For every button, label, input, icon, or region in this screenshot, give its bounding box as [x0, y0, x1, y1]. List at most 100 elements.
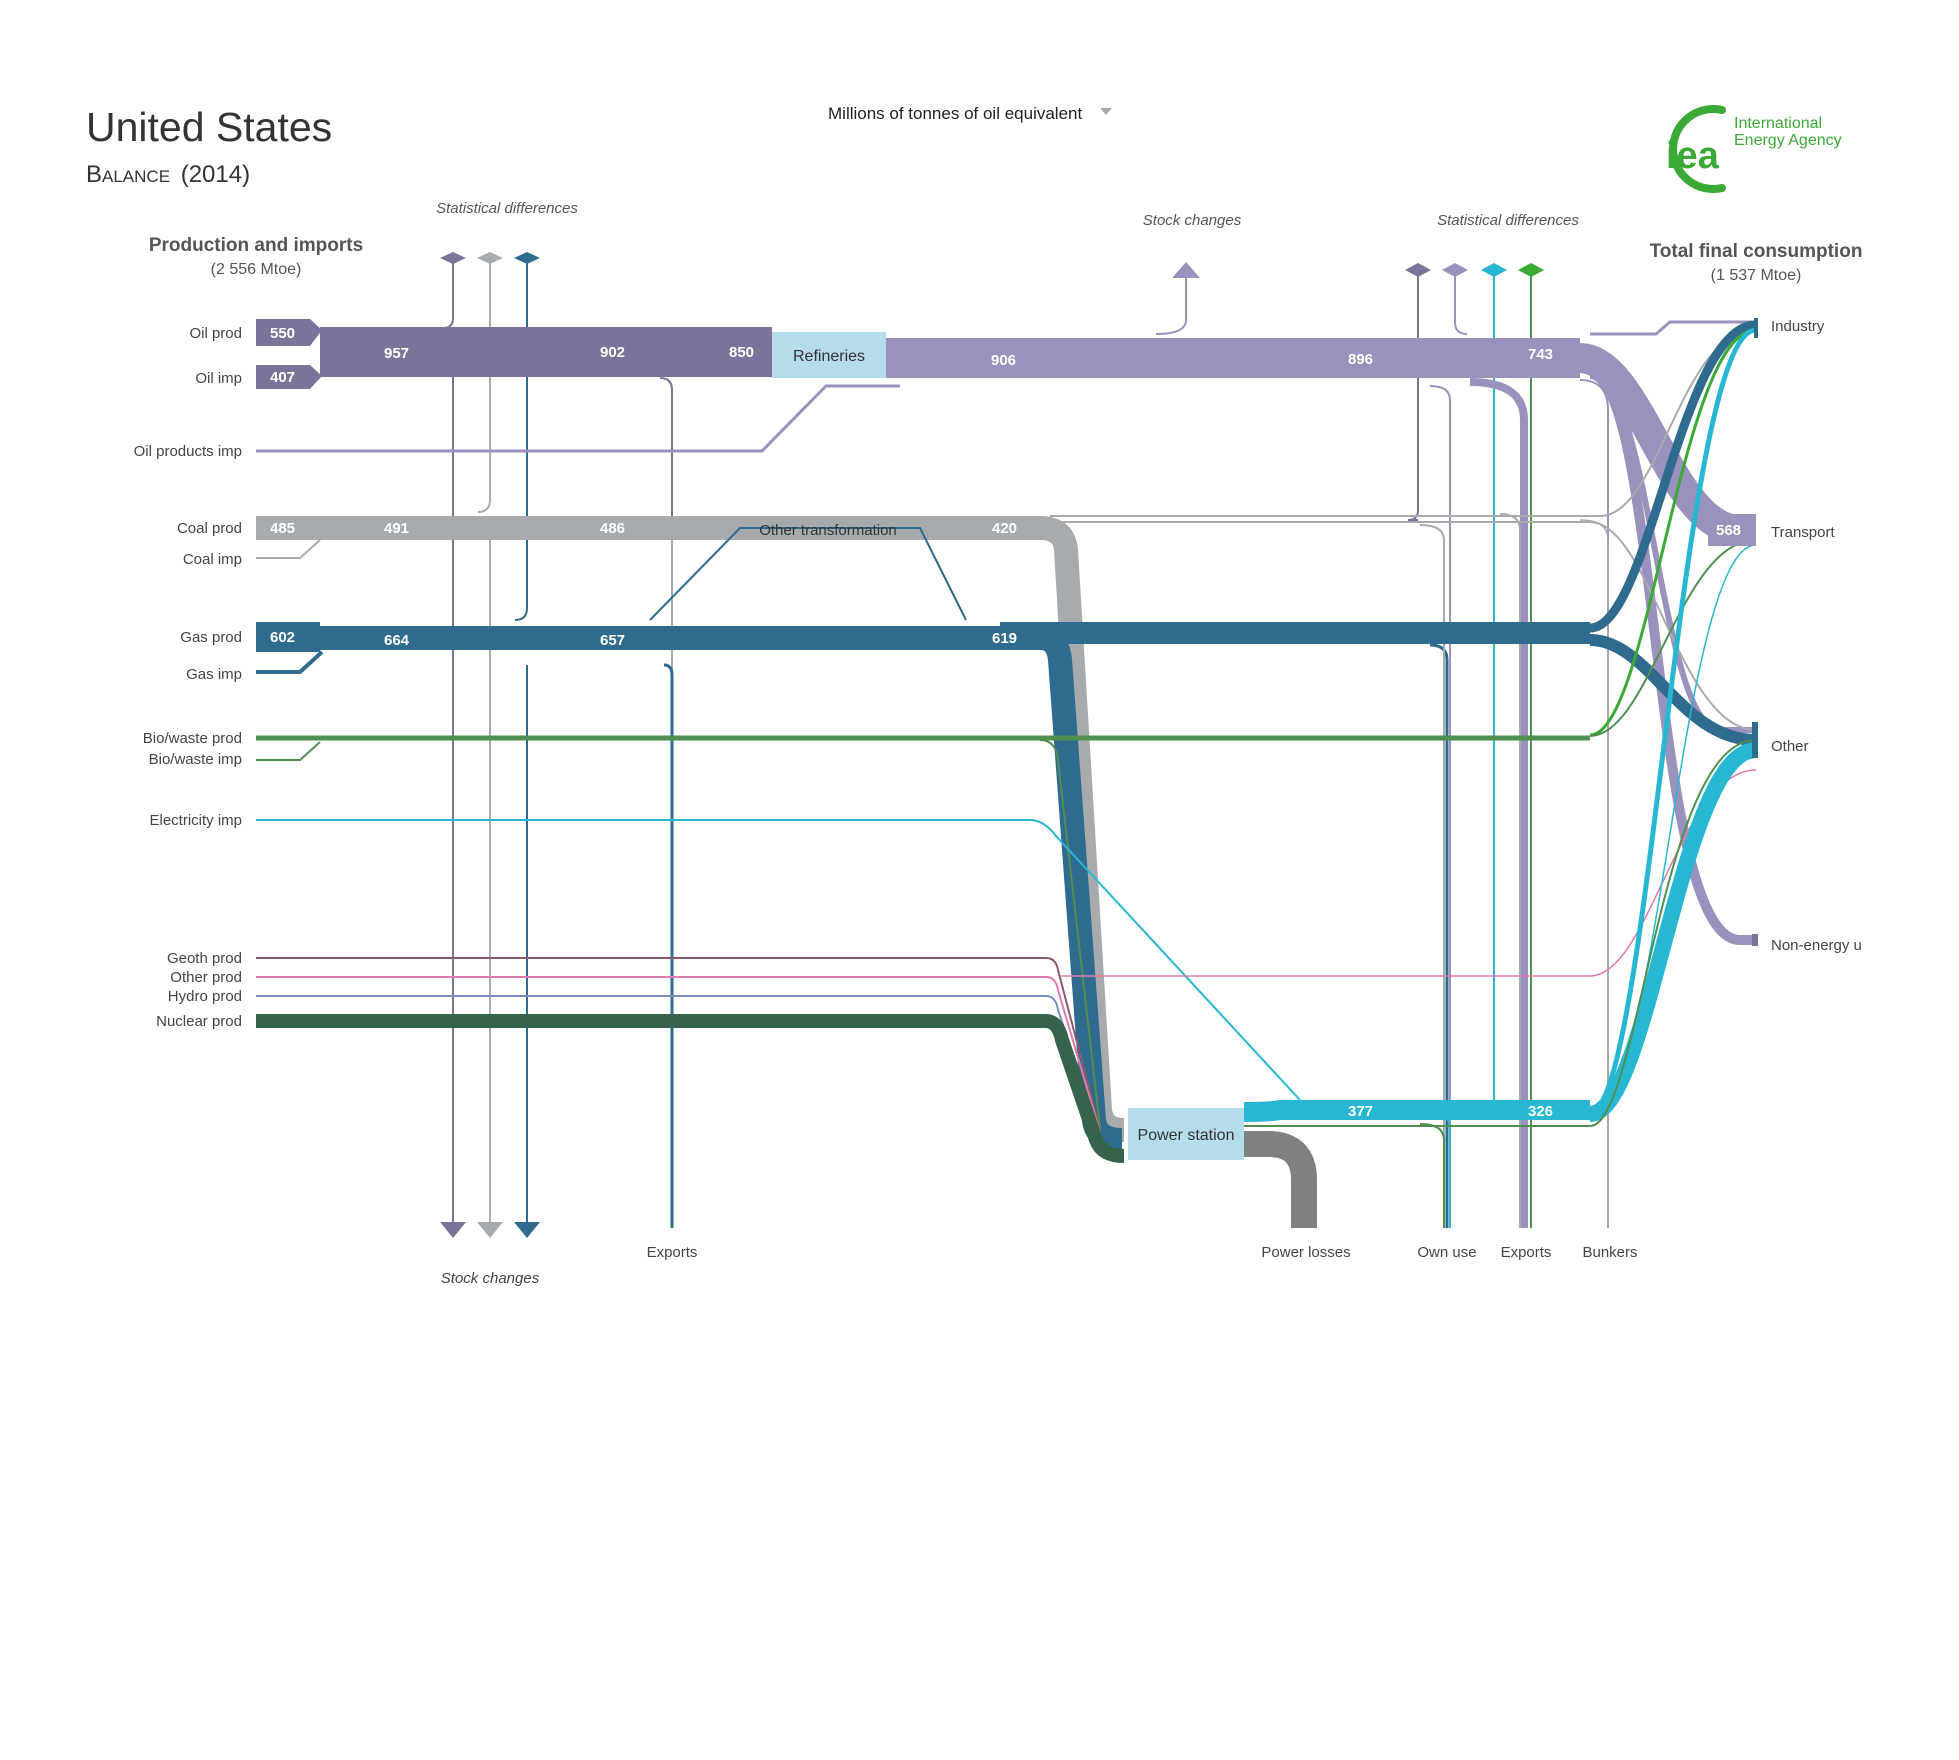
total-final-consumption-total: (1 537 Mtoe): [1711, 267, 1802, 284]
stat-diff-oil-diamond: [440, 252, 466, 264]
exports-right-products: [1469, 378, 1528, 1228]
bio-power-line: [1244, 739, 1757, 1127]
source-label-other-prod: Other prod: [170, 969, 242, 986]
stock-change-oil-arrow: [440, 1222, 466, 1238]
oil-957-label: 957: [384, 345, 409, 362]
source-label-bio-prod: Bio/waste prod: [143, 730, 242, 747]
chevron-down-icon: [1100, 108, 1112, 115]
power-station-box: [1128, 1108, 1244, 1160]
coal-to-other-line: [1050, 521, 1757, 731]
products-906-label: 906: [991, 352, 1016, 369]
oil-stat-diff-right-line: [1407, 274, 1419, 521]
gas-imp-flow: [256, 650, 324, 674]
transport-bar: [1708, 514, 1756, 546]
oil-imp-tab: [256, 365, 322, 389]
oil-850-label: 850: [729, 344, 754, 361]
balance-subtitle: Balance (2014): [86, 161, 250, 188]
gas-exports-line: [663, 663, 674, 1228]
own-use-label: Own use: [1417, 1244, 1476, 1261]
products-743-label: 743: [1528, 346, 1553, 363]
other-transformation-link: [649, 527, 967, 621]
flow-value-labels: 550 407 485 602 957 902 850 906 896 743 …: [270, 325, 1741, 1120]
exports-right-label: Exports: [1501, 1244, 1552, 1261]
balance-subtitle-caps: Balance: [86, 161, 170, 188]
oil-prod-value: 550: [270, 325, 295, 342]
stat-diff-right-elec-diamond: [1481, 263, 1507, 277]
stock-change-gas-arrow: [514, 1222, 540, 1238]
iea-logo-ring: [1669, 105, 1726, 193]
production-imports-heading: Production and imports: [149, 235, 363, 256]
electricity-to-transport: [1591, 544, 1757, 1111]
own-use-line-products: [1429, 385, 1451, 1228]
gas-to-industry: [1589, 320, 1757, 633]
oil-exports-line: [659, 377, 673, 1228]
electricity-flow: [1243, 1100, 1590, 1122]
transport-568-label: 568: [1716, 522, 1741, 539]
source-label-coal-prod: Coal prod: [177, 520, 242, 537]
other-transformation-label[interactable]: Other transformation: [759, 522, 897, 539]
sink-label-other: Other: [1771, 738, 1809, 755]
exports-right-coal: [1499, 513, 1521, 1228]
other-prod-flow: [256, 976, 1101, 1133]
geoth-flow: [256, 957, 1101, 1131]
bunkers-line-2: [1579, 519, 1609, 1228]
stat-diff-left-label: Statistical differences: [436, 200, 578, 217]
products-896-label: 896: [1348, 351, 1373, 368]
flows: [256, 320, 1758, 1228]
oil-products-imp-flow: [256, 384, 900, 453]
exports-left-label: Exports: [647, 1244, 698, 1261]
bio-imp-flow: [256, 741, 321, 761]
oil-902-label: 902: [600, 344, 625, 361]
sink-label-transport: Transport: [1771, 524, 1835, 541]
gas-stat-diff-line: [514, 262, 528, 621]
bunkers-line: [1579, 379, 1609, 1228]
gas-664-label: 664: [384, 632, 410, 649]
gas-657-label: 657: [600, 632, 625, 649]
iea-logo: iea International Energy Agency: [1666, 105, 1842, 193]
production-imports-total: (2 556 Mtoe): [211, 261, 302, 278]
gas-prod-value: 602: [270, 629, 295, 646]
stat-diff-right-products-diamond: [1442, 263, 1468, 277]
source-label-nuclear-prod: Nuclear prod: [156, 1013, 242, 1030]
sink-labels: Industry Transport Other Non-energy u: [1771, 318, 1862, 954]
unit-label: Millions of tonnes of oil equivalent: [828, 104, 1082, 123]
stat-diff-right-oil-diamond: [1405, 263, 1431, 277]
source-label-geoth-prod: Geoth prod: [167, 950, 242, 967]
power-station-node[interactable]: Power station: [1128, 1108, 1244, 1160]
refineries-node[interactable]: Refineries: [772, 332, 886, 378]
sink-label-non-energy: Non-energy u: [1771, 937, 1862, 954]
stock-change-coal-arrow: [477, 1222, 503, 1238]
vertical-connectors: [442, 262, 1609, 1228]
gas-prod-tab: [256, 622, 320, 652]
balance-subtitle-year: (2014): [181, 161, 250, 188]
iea-logo-line2: Energy Agency: [1734, 132, 1842, 149]
oil-products-to-industry: [1590, 320, 1756, 336]
source-label-gas-prod: Gas prod: [180, 629, 242, 646]
stat-diff-right-bio-diamond: [1518, 263, 1544, 277]
source-labels: Oil prod Oil imp Oil products imp Coal p…: [134, 325, 242, 1030]
non-energy-bar: [1752, 934, 1758, 946]
coal-prod-value: 485: [270, 520, 295, 537]
nuclear-flow: [256, 1014, 1125, 1163]
source-tabs: [256, 319, 322, 652]
coal-flow: [320, 516, 1125, 1142]
unit-selector[interactable]: Millions of tonnes of oil equivalent: [828, 104, 1112, 123]
source-label-coal-imp: Coal imp: [183, 551, 242, 568]
elec-stat-diff-right-line: [1481, 274, 1495, 1113]
source-label-hydro-prod: Hydro prod: [168, 988, 242, 1005]
elec-326-label: 326: [1528, 1103, 1553, 1120]
country-title: United States: [86, 104, 332, 150]
oil-products-to-non-energy: [1588, 369, 1756, 945]
other-bar: [1752, 722, 1758, 758]
bio-to-industry: [1589, 328, 1757, 737]
refineries-box: [772, 332, 886, 378]
source-label-oil-prod: Oil prod: [189, 325, 242, 342]
electricity-to-industry: [1589, 327, 1757, 1115]
stock-changes-top-label: Stock changes: [1143, 212, 1242, 229]
oil-stat-diff-line: [442, 262, 454, 329]
source-label-gas-imp: Gas imp: [186, 666, 242, 683]
coal-486-label: 486: [600, 520, 625, 537]
stat-diff-right-label: Statistical differences: [1437, 212, 1579, 229]
industry-bar: [1754, 318, 1758, 338]
